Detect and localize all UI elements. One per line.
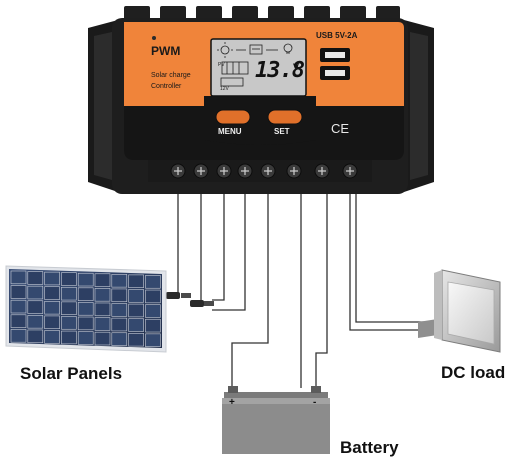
bulb-icon <box>283 43 293 53</box>
solar-cell <box>111 303 128 317</box>
lcd-screen <box>210 38 307 97</box>
solar-cell <box>10 299 27 314</box>
solar-cell <box>61 330 77 345</box>
battery-terminal-positive <box>228 386 238 393</box>
wire-battery-negative <box>315 178 328 388</box>
solar-cell <box>27 271 44 285</box>
solar-cell <box>44 330 60 344</box>
lcd-voltage-reading: 13.8 <box>255 58 305 83</box>
solar-cell <box>145 289 161 304</box>
subtitle-line2: Controller <box>151 83 182 90</box>
battery-plus-mark: + <box>229 397 235 408</box>
terminal-screws <box>170 163 358 179</box>
solar-cell <box>94 331 111 346</box>
lcd-unit: V <box>293 62 300 72</box>
solar-cell <box>128 332 144 347</box>
solar-cell <box>10 329 27 343</box>
solar-cell <box>44 301 60 315</box>
brand-label: PWM <box>151 44 181 58</box>
solar-cell <box>94 302 111 317</box>
solar-cell <box>111 317 128 332</box>
solar-cells-grid <box>10 270 161 347</box>
solar-cell <box>145 304 161 318</box>
solar-cell <box>128 303 144 318</box>
solar-cell <box>10 285 27 299</box>
solar-cell <box>111 288 128 303</box>
solar-cell <box>94 273 111 287</box>
wire-solar-negative-b <box>212 178 225 301</box>
usb-ports <box>320 48 350 80</box>
wire-solar-negative-a <box>200 178 205 305</box>
solar-cell <box>111 332 128 346</box>
wire-battery-positive <box>231 178 269 388</box>
solar-cell <box>111 274 128 288</box>
solar-cell <box>61 272 77 286</box>
usb-rating-label: USB 5V-2A <box>316 31 358 40</box>
battery-minus-mark: - <box>313 397 316 408</box>
solar-cell <box>77 287 94 301</box>
wire-solar-positive <box>168 178 179 297</box>
solar-cell <box>44 315 60 330</box>
lcd-pv-label: PV <box>218 62 225 68</box>
battery: + - <box>222 386 330 454</box>
wire-load-negative <box>350 177 430 323</box>
solar-cell <box>44 286 60 300</box>
menu-button[interactable] <box>215 109 251 125</box>
solar-cell <box>145 275 161 289</box>
solar-cell <box>94 317 111 331</box>
solar-cell <box>44 271 60 286</box>
battery-body <box>222 398 330 454</box>
solar-cell <box>27 300 44 314</box>
solar-cell <box>27 329 44 344</box>
solar-cell <box>77 272 94 287</box>
wire-solar-negative-c <box>212 178 246 311</box>
solar-cell <box>128 289 144 303</box>
lamp-glass <box>447 281 495 345</box>
set-button-label: SET <box>274 127 290 136</box>
sun-icon <box>220 45 230 55</box>
solar-cell <box>77 302 94 316</box>
solar-cell <box>27 315 44 329</box>
solar-cell <box>77 331 94 345</box>
wire-load-positive <box>349 178 428 331</box>
solar-cell <box>27 285 44 300</box>
set-button[interactable] <box>267 109 303 125</box>
solar-cell <box>94 288 111 302</box>
solar-cell <box>128 274 144 288</box>
solar-cell <box>145 318 161 333</box>
solar-cell <box>61 286 77 301</box>
solar-cell <box>77 316 94 331</box>
solar-cell <box>145 333 161 347</box>
menu-button-label: MENU <box>218 127 242 136</box>
solar-cell <box>10 270 27 285</box>
lcd-battery-voltage-label: 12V <box>220 86 229 92</box>
battery-label: Battery <box>340 438 399 457</box>
solar-cell <box>10 314 27 328</box>
solar-panel <box>5 265 167 353</box>
solar-cell <box>61 316 77 330</box>
battery-terminal-negative <box>311 386 321 393</box>
lcd-icons <box>217 42 293 87</box>
pv-panel-icon <box>221 61 249 75</box>
dc-load-lamp <box>418 269 501 353</box>
ce-mark: CE <box>331 121 350 136</box>
battery-level-icon <box>220 77 244 87</box>
mc4-connectors <box>166 292 214 307</box>
dc-load-label: DC load <box>441 363 506 382</box>
battery-icon <box>249 44 263 55</box>
charge-controller <box>88 6 434 194</box>
solar-panels-label: Solar Panels <box>20 364 123 383</box>
wires <box>168 177 430 388</box>
subtitle-line1: Solar charge <box>151 72 191 79</box>
solar-cell <box>61 301 77 315</box>
status-led <box>152 36 156 40</box>
solar-cell <box>128 318 144 332</box>
